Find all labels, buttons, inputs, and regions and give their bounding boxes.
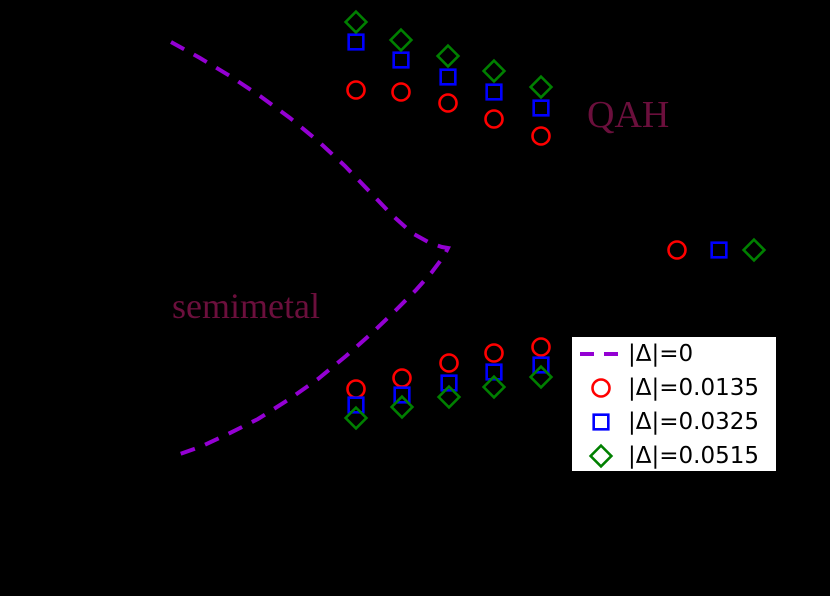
legend-entry[interactable]: |Δ|=0 — [572, 337, 776, 371]
data-point-diamond — [481, 58, 507, 84]
data-point-square — [532, 99, 550, 117]
data-point-square — [710, 241, 728, 259]
data-point-diamond — [389, 394, 415, 420]
region-label-qah: QAH — [587, 94, 670, 136]
data-point-diamond — [343, 9, 369, 35]
data-point-circle — [391, 82, 411, 102]
data-point-circle — [439, 353, 459, 373]
data-point-diamond — [435, 43, 461, 69]
legend-entry-label: |Δ|=0.0135 — [628, 374, 759, 401]
data-point-circle — [346, 80, 366, 100]
data-point-diamond — [528, 364, 554, 390]
data-point-diamond — [436, 384, 462, 410]
legend-marker-square-icon — [572, 405, 628, 439]
legend-entry-label: |Δ|=0 — [628, 340, 694, 367]
data-point-square — [485, 363, 503, 381]
legend-entry[interactable]: |Δ|=0.0135 — [572, 371, 776, 405]
phase-boundary-curve-layer — [170, 40, 451, 457]
data-series-diamond — [343, 9, 767, 431]
legend-entry-list: |Δ|=0 |Δ|=0.0135 |Δ|=0.0325 |Δ|=0.0515 — [572, 337, 776, 471]
data-point-circle — [531, 337, 551, 357]
legend-marker-dashed-line-icon — [572, 337, 628, 371]
data-point-square — [485, 83, 503, 101]
data-point-diamond — [343, 405, 369, 431]
data-point-circle — [531, 126, 551, 146]
phase-boundary-curve — [170, 40, 451, 457]
data-point-square — [440, 374, 458, 392]
data-point-diamond — [528, 74, 554, 100]
data-series-circle — [346, 80, 687, 399]
legend: |Δ|=0 |Δ|=0.0135 |Δ|=0.0325 |Δ|=0.0515 — [571, 336, 777, 472]
data-point-circle — [484, 343, 504, 363]
data-point-diamond — [388, 27, 414, 53]
data-point-square — [392, 51, 410, 69]
data-point-circle — [346, 379, 366, 399]
data-point-square — [347, 33, 365, 51]
data-series-square — [347, 33, 728, 414]
data-markers-layer — [343, 9, 767, 431]
data-point-square — [532, 356, 550, 374]
legend-marker-circle-icon — [572, 371, 628, 405]
legend-entry[interactable]: |Δ|=0.0515 — [572, 439, 776, 473]
region-label-semimetal: semimetal — [172, 286, 320, 326]
data-point-circle — [667, 240, 687, 260]
data-point-square — [439, 68, 457, 86]
data-point-circle — [438, 93, 458, 113]
data-point-diamond — [481, 374, 507, 400]
legend-entry-label: |Δ|=0.0325 — [628, 408, 759, 435]
data-point-square — [347, 396, 365, 414]
legend-marker-diamond-icon — [572, 439, 628, 473]
data-point-circle — [392, 368, 412, 388]
data-point-diamond — [741, 237, 767, 263]
data-point-circle — [484, 109, 504, 129]
data-point-square — [393, 386, 411, 404]
legend-entry[interactable]: |Δ|=0.0325 — [572, 405, 776, 439]
legend-entry-label: |Δ|=0.0515 — [628, 442, 759, 469]
